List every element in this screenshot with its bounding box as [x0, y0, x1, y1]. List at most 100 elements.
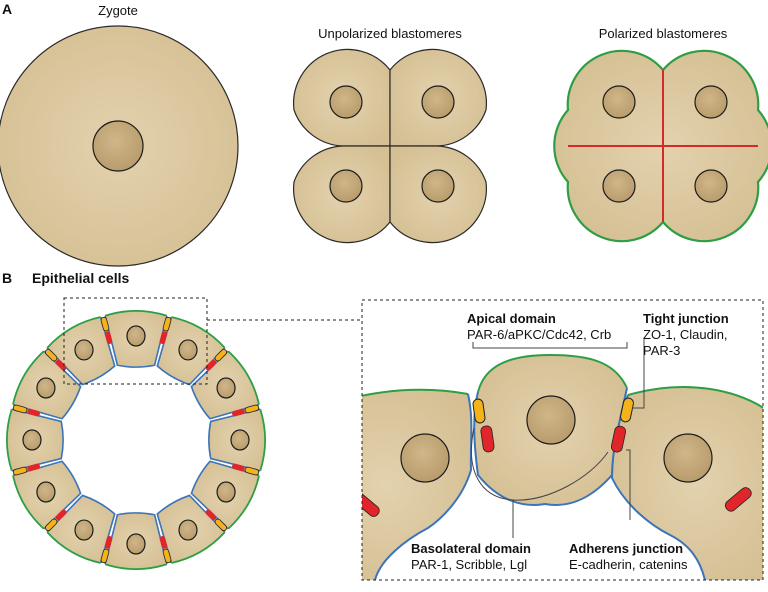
ring-tight-junction: [44, 348, 58, 362]
ring-adherens-junction: [55, 359, 67, 371]
ring-cell-apical-membrane: [227, 475, 260, 530]
zygote-nucleus: [92, 120, 144, 172]
ring-adherens-junction: [232, 463, 245, 472]
ring-adherens-junction: [205, 509, 217, 521]
inset-cell-right: [612, 387, 763, 580]
zoom-source-box: [63, 297, 208, 385]
ring-cell: [104, 309, 168, 368]
zygote-label: Zygote: [98, 3, 138, 18]
inset-frame: [361, 299, 764, 581]
unpolarized-nucleus-tl: [329, 85, 363, 119]
apical-domain-title: Apical domain: [467, 311, 556, 326]
ring-tight-junction: [12, 404, 28, 414]
ring-cell-nucleus: [36, 481, 56, 503]
ring-cell-nucleus: [230, 429, 250, 451]
ring-cell-apical-membrane: [5, 408, 13, 472]
inset-center-nucleus: [526, 395, 576, 445]
ring-cell-basolateral-membrane: [190, 460, 260, 530]
ring-cell-nucleus: [178, 519, 198, 541]
ring-cell: [208, 408, 267, 472]
ring-tight-junction: [214, 348, 228, 362]
ring-cell-basolateral-membrane: [208, 408, 261, 472]
ring-cell-basolateral-membrane: [104, 512, 168, 565]
unpolarized-label: Unpolarized blastomeres: [318, 26, 462, 41]
inset-adherens-junction-left: [480, 425, 495, 453]
ring-cell-basolateral-membrane: [46, 316, 116, 386]
ring-adherens-junction: [104, 331, 113, 344]
ring-cell-nucleus: [126, 325, 146, 347]
polarized-blastomeres: Polarized blastomeres: [553, 26, 768, 243]
ring-cell-apical-membrane: [104, 309, 168, 317]
ring-cell-nucleus: [74, 339, 94, 361]
ring-cell-basolateral-membrane: [156, 494, 226, 564]
ring-cell: [190, 460, 260, 530]
ring-tight-junction: [44, 518, 58, 532]
inset-left-nucleus: [400, 433, 450, 483]
ring-cell-apical-membrane: [227, 350, 260, 405]
ring-adherens-junction: [55, 509, 67, 521]
panel-b-title: Epithelial cells: [32, 270, 129, 286]
inset-right-nucleus: [663, 433, 713, 483]
polarized-nucleus-br: [694, 169, 728, 203]
ring-cell-basolateral-membrane: [156, 316, 226, 386]
inset-right-apical: [627, 386, 763, 409]
ring-cell-apical-membrane: [104, 563, 168, 571]
ring-adherens-junction: [232, 408, 245, 417]
ring-tight-junction: [162, 548, 172, 564]
ring-tight-junction: [12, 466, 28, 476]
ring-cell-basolateral-membrane: [12, 460, 82, 530]
inset-tight-junction-left: [472, 398, 486, 424]
inset-adherens-junction-far-left: [362, 492, 380, 517]
ring-tight-junction: [100, 316, 110, 332]
inset-left-apical: [362, 388, 469, 397]
ring-adherens-junction: [159, 331, 168, 344]
ring-cell-apical-membrane: [46, 316, 101, 349]
polarized-label: Polarized blastomeres: [599, 26, 728, 41]
basolateral-domain-proteins: PAR-1, Scribble, Lgl: [411, 557, 527, 572]
ring-cell: [156, 316, 226, 386]
magnified-inset: Apical domain PAR-6/aPKC/Cdc42, Crb Tigh…: [361, 299, 764, 581]
polarized-nucleus-tr: [694, 85, 728, 119]
epithelial-ring: [5, 309, 267, 571]
ring-cell-basolateral-membrane: [11, 408, 64, 472]
apical-domain-proteins: PAR-6/aPKC/Cdc42, Crb: [467, 327, 611, 342]
ring-cell: [5, 408, 64, 472]
ring-tight-junction: [162, 316, 172, 332]
zygote: Zygote: [0, 3, 239, 267]
ring-cell-nucleus: [36, 377, 56, 399]
inset-cell-left: [362, 389, 472, 580]
tight-junction-title: Tight junction: [643, 311, 729, 326]
ring-cell-apical-membrane: [171, 316, 226, 349]
ring-cell: [190, 350, 260, 420]
ring-cell-nucleus: [178, 339, 198, 361]
ring-tight-junction: [100, 548, 110, 564]
ring-adherens-junction: [104, 536, 113, 549]
ring-cell-basolateral-membrane: [190, 350, 260, 420]
ring-cell: [104, 512, 168, 571]
ring-cell-apical-membrane: [46, 531, 101, 564]
unpolarized-nucleus-tr: [421, 85, 455, 119]
ring-cell-basolateral-membrane: [104, 315, 168, 368]
inset-left-basolateral: [374, 393, 473, 580]
tight-junction-pointer: [632, 338, 645, 409]
ring-cell-nucleus: [22, 429, 42, 451]
ring-tight-junction: [244, 404, 260, 414]
tight-junction-proteins-line2: PAR-3: [643, 343, 680, 358]
basolateral-domain-title: Basolateral domain: [411, 541, 531, 556]
ring-cell-nucleus: [126, 533, 146, 555]
unpolarized-nucleus-br: [421, 169, 455, 203]
ring-adherens-junction: [205, 359, 217, 371]
ring-cell: [12, 460, 82, 530]
inset-adherens-junction-far-right: [724, 487, 752, 512]
tight-junction-proteins-line1: ZO-1, Claudin,: [643, 327, 728, 342]
apical-bracket: [472, 342, 628, 349]
ring-adherens-junction: [27, 463, 40, 472]
inset-center-apical: [477, 353, 628, 393]
panel-b-letter: B: [2, 270, 12, 286]
ring-cell-nucleus: [74, 519, 94, 541]
ring-cell-apical-membrane: [12, 475, 45, 530]
adherens-junction-title: Adherens junction: [569, 541, 683, 556]
ring-cell-apical-membrane: [259, 408, 267, 472]
ring-cell-nucleus: [216, 481, 236, 503]
